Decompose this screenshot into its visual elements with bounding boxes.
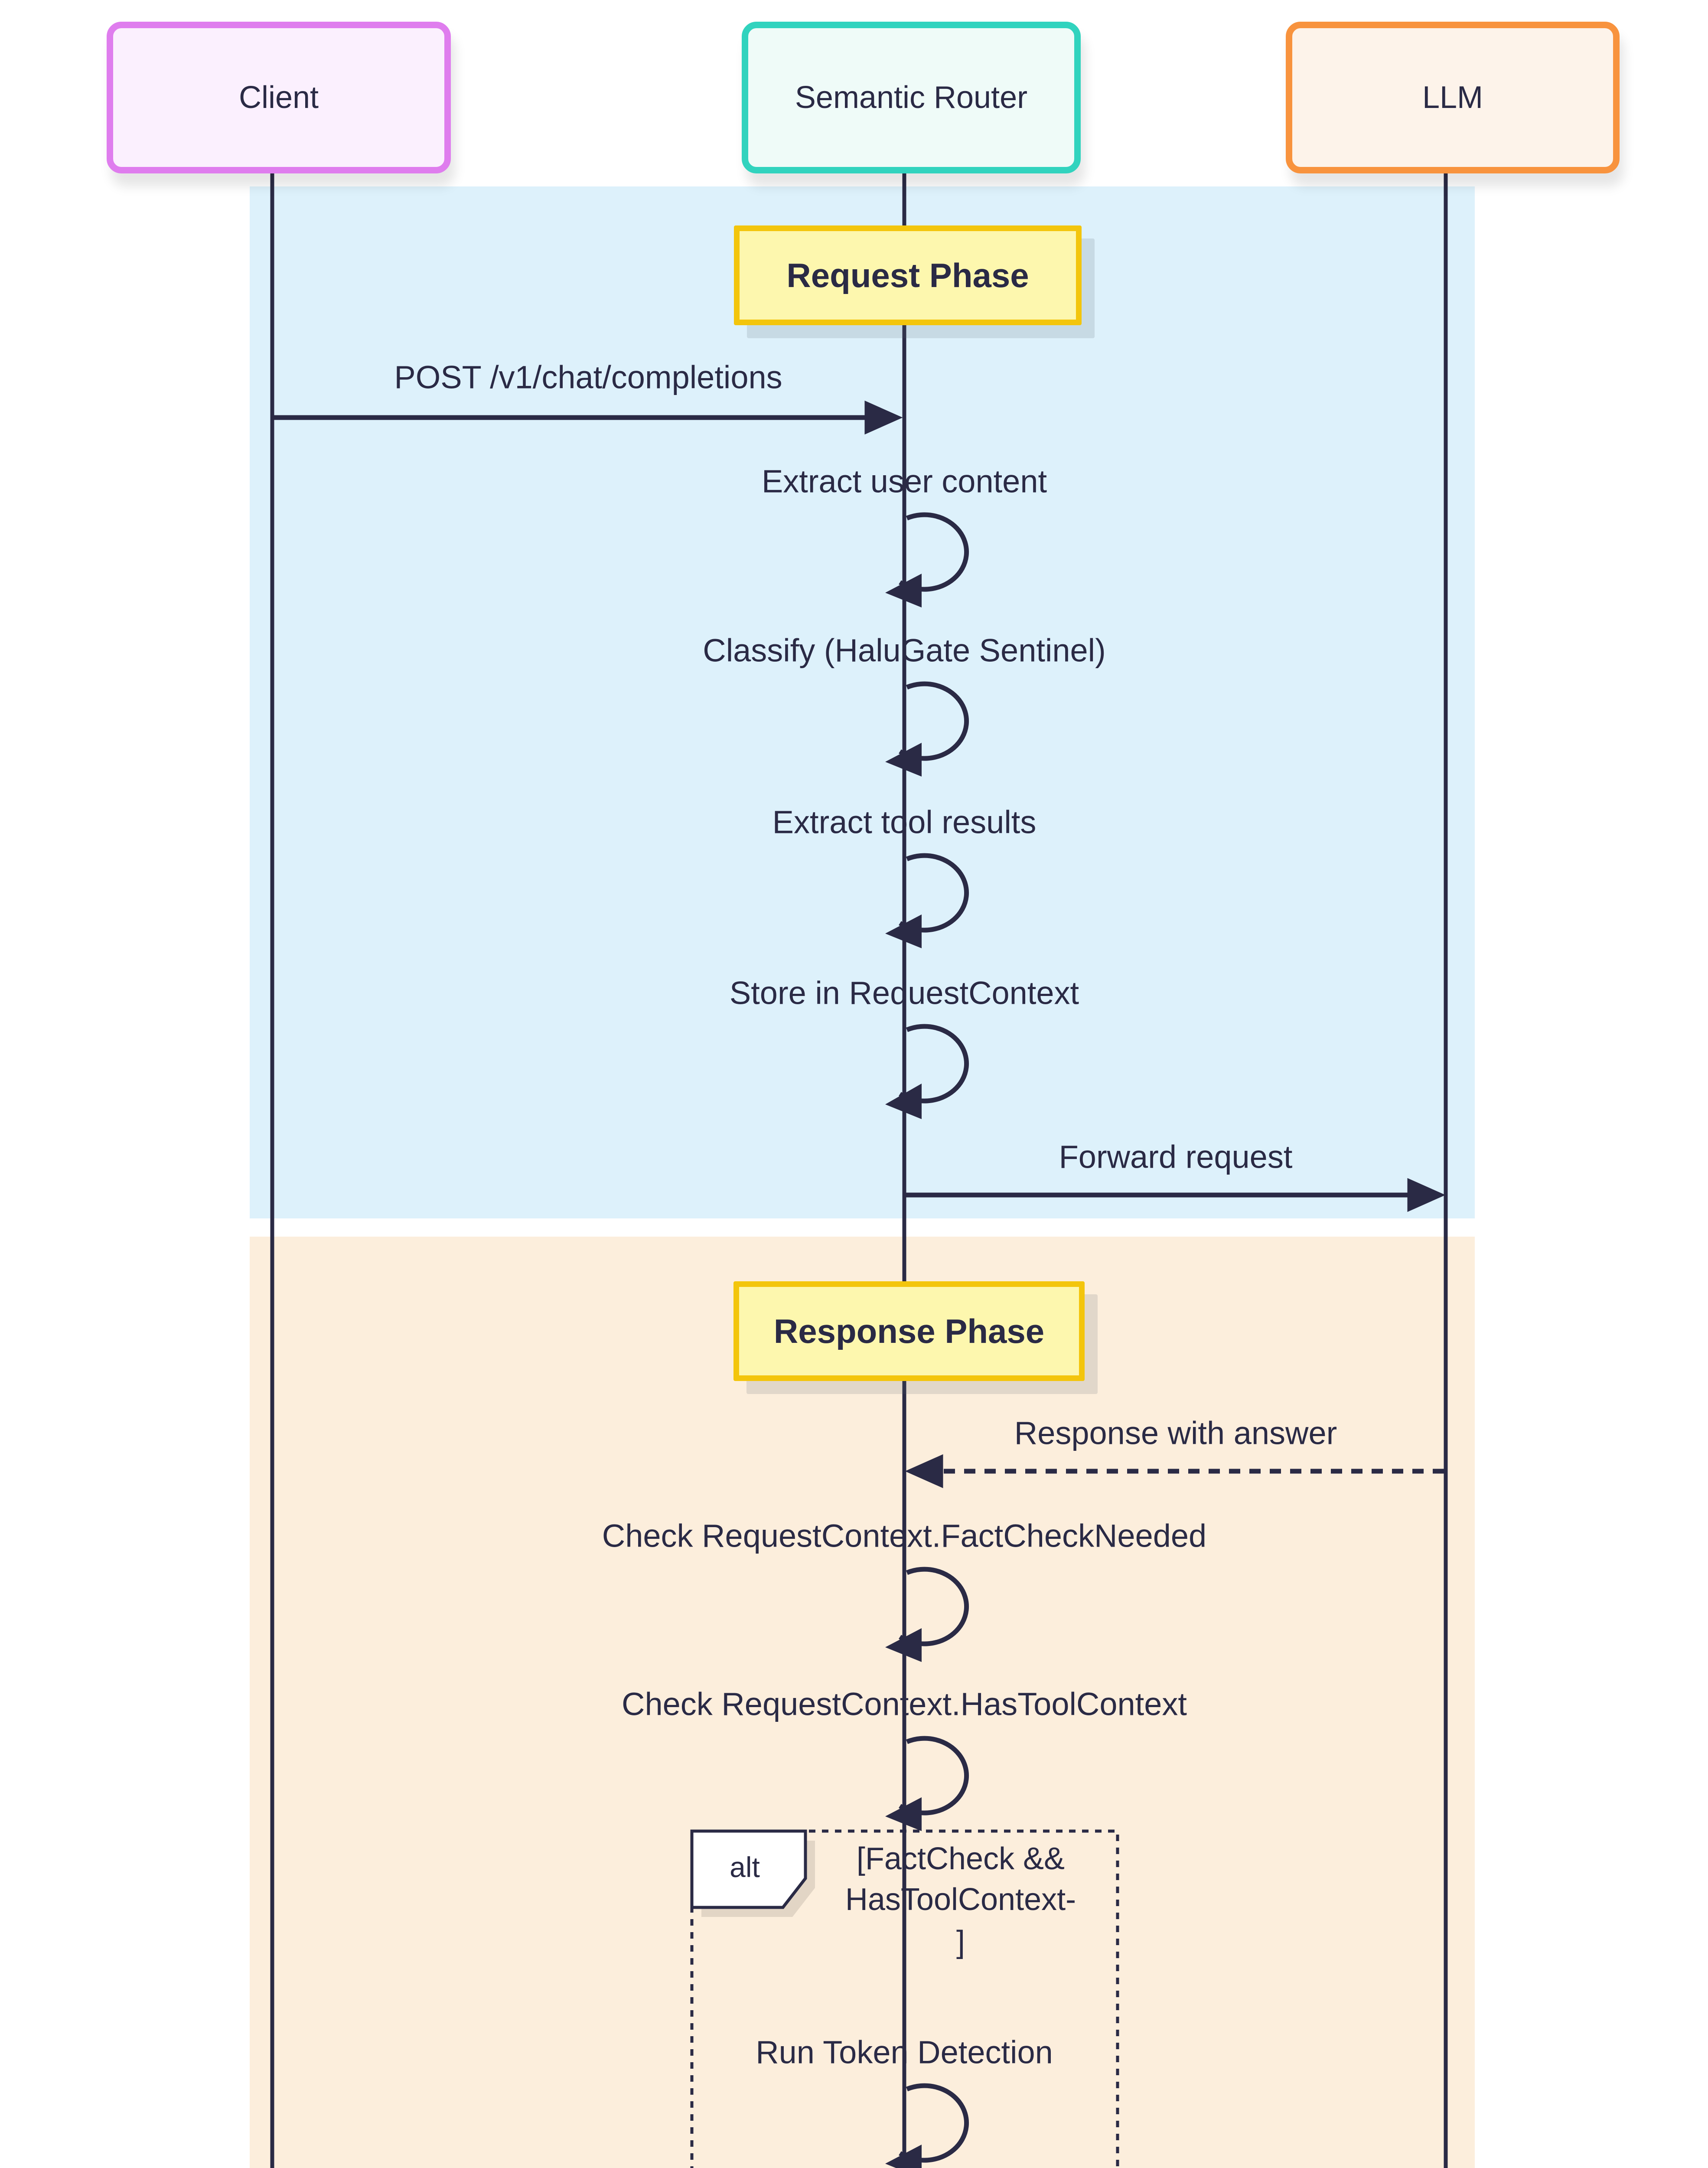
message-forward-request: Forward request — [1059, 1139, 1293, 1175]
note-response-phase: Response Phase — [733, 1281, 1085, 1381]
self-loop-arrowheads — [885, 574, 922, 2168]
actor-label: LLM — [1422, 80, 1483, 115]
note-label: Response Phase — [773, 1312, 1045, 1350]
self-loop-check-hastoolcontext — [899, 1736, 969, 1815]
self-loop-extract-user-content — [899, 512, 969, 592]
note-request-phase: Request Phase — [734, 225, 1082, 325]
self-loop-extract-tool-results — [899, 853, 969, 933]
message-store-requestcontext: Store in RequestContext — [729, 975, 1079, 1011]
message-run-token-detection: Run Token Detection — [756, 2034, 1053, 2070]
self-loop-run-token-detection — [899, 2083, 969, 2163]
alt-condition-1-line-3: ] — [956, 1925, 965, 1959]
alt-keyword-label: alt — [730, 1851, 760, 1883]
self-loop-check-factcheckneeded — [899, 1567, 969, 1646]
actor-top-semantic-router: Semantic Router — [742, 22, 1081, 173]
alt-frame — [690, 1829, 1119, 2168]
self-loop-group — [899, 512, 969, 2163]
response-phase-band — [250, 1237, 1475, 2168]
message-extract-tool-results: Extract tool results — [772, 804, 1037, 840]
actor-label: Client — [238, 80, 319, 115]
message-check-hastoolcontext: Check RequestContext.HasToolContext — [622, 1686, 1187, 1722]
actor-top-llm: LLM — [1286, 22, 1620, 173]
note-label: Request Phase — [786, 256, 1029, 294]
alt-condition-1-line-2: HasToolContext- — [845, 1882, 1076, 1917]
alt-condition-1-line-1: [FactCheck && — [856, 1841, 1065, 1876]
message-response-with-answer: Response with answer — [1014, 1415, 1337, 1451]
message-classify: Classify (HaluGate Sentinel) — [703, 632, 1106, 669]
message-check-factcheckneeded: Check RequestContext.FactCheckNeeded — [602, 1518, 1207, 1554]
request-phase-band — [250, 186, 1475, 1218]
actor-label: Semantic Router — [795, 80, 1028, 115]
alt-label-box — [690, 1829, 807, 1909]
message-post-request: POST /v1/chat/completions — [394, 359, 782, 395]
message-extract-user-content: Extract user content — [761, 463, 1047, 500]
self-loop-classify — [899, 681, 969, 761]
actor-top-client: Client — [107, 22, 451, 173]
self-loop-store-requestcontext — [899, 1024, 969, 1104]
